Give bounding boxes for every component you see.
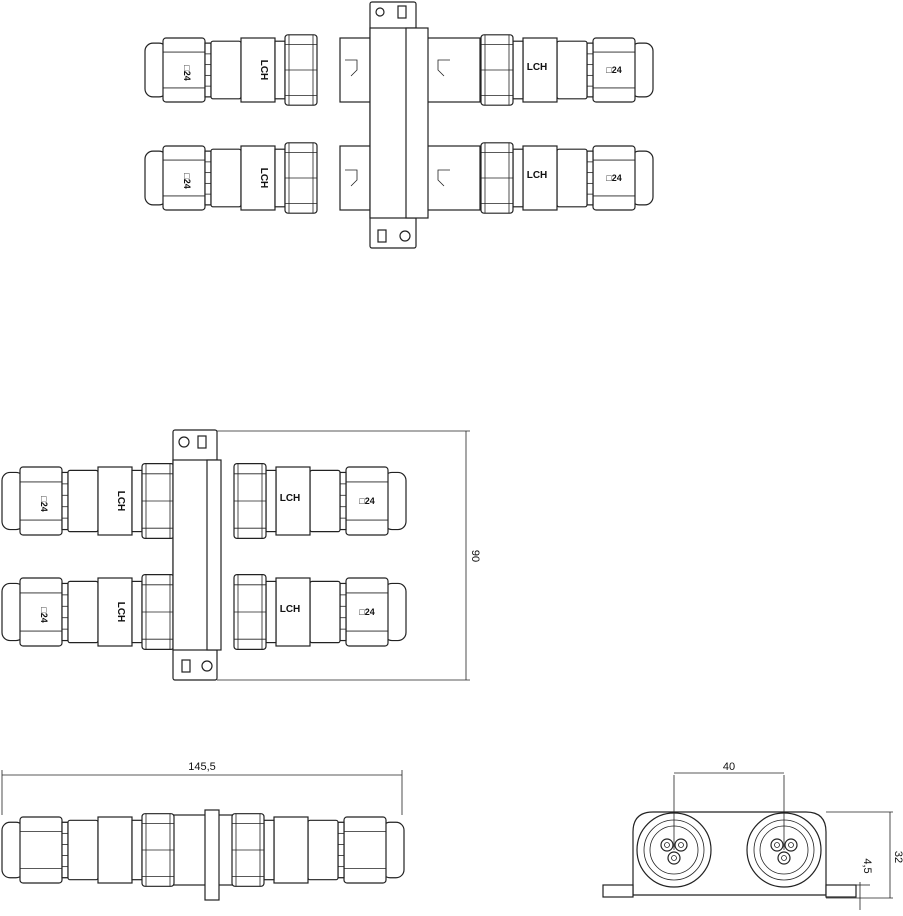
connector-top-right-upper: [480, 34, 654, 106]
size-label: □24: [359, 496, 374, 506]
splitter-body-top: [339, 1, 481, 249]
dimension-pitch: 40: [723, 761, 735, 773]
size-label: □24: [39, 607, 49, 622]
brand-label: LCH: [115, 491, 126, 512]
brand-label: LCH: [527, 62, 548, 73]
connector-side-right: [231, 813, 405, 887]
connector-top-left-upper: [144, 34, 318, 106]
brand-label: LCH: [258, 168, 269, 189]
splitter-body-front: [172, 429, 470, 681]
brand-label: LCH: [280, 604, 301, 615]
connector-top-right-lower: [480, 142, 654, 214]
end-view: [602, 772, 893, 910]
brand-label: LCH: [280, 493, 301, 504]
connector-front-right-upper: [233, 462, 407, 540]
connector-front-right-lower: [233, 573, 407, 651]
connector-front-left-lower: [1, 573, 175, 651]
connector-side-left: [1, 813, 175, 887]
size-label: □24: [182, 65, 192, 80]
side-view: [1, 770, 403, 901]
brand-label: LCH: [527, 170, 548, 181]
size-label: □24: [39, 496, 49, 511]
size-label: □24: [606, 65, 621, 75]
dimension-length: 145,5: [188, 761, 216, 773]
connector-front-left-upper: [1, 462, 175, 540]
dimension-end-height: 32: [892, 851, 903, 863]
brand-label: LCH: [115, 602, 126, 623]
dimension-flange: 4,5: [861, 858, 873, 873]
size-label: □24: [606, 173, 621, 183]
brand-label: LCH: [258, 60, 269, 81]
size-label: □24: [359, 607, 374, 617]
dimension-height: 90: [469, 550, 481, 562]
connector-top-left-lower: [144, 142, 318, 214]
size-label: □24: [182, 173, 192, 188]
